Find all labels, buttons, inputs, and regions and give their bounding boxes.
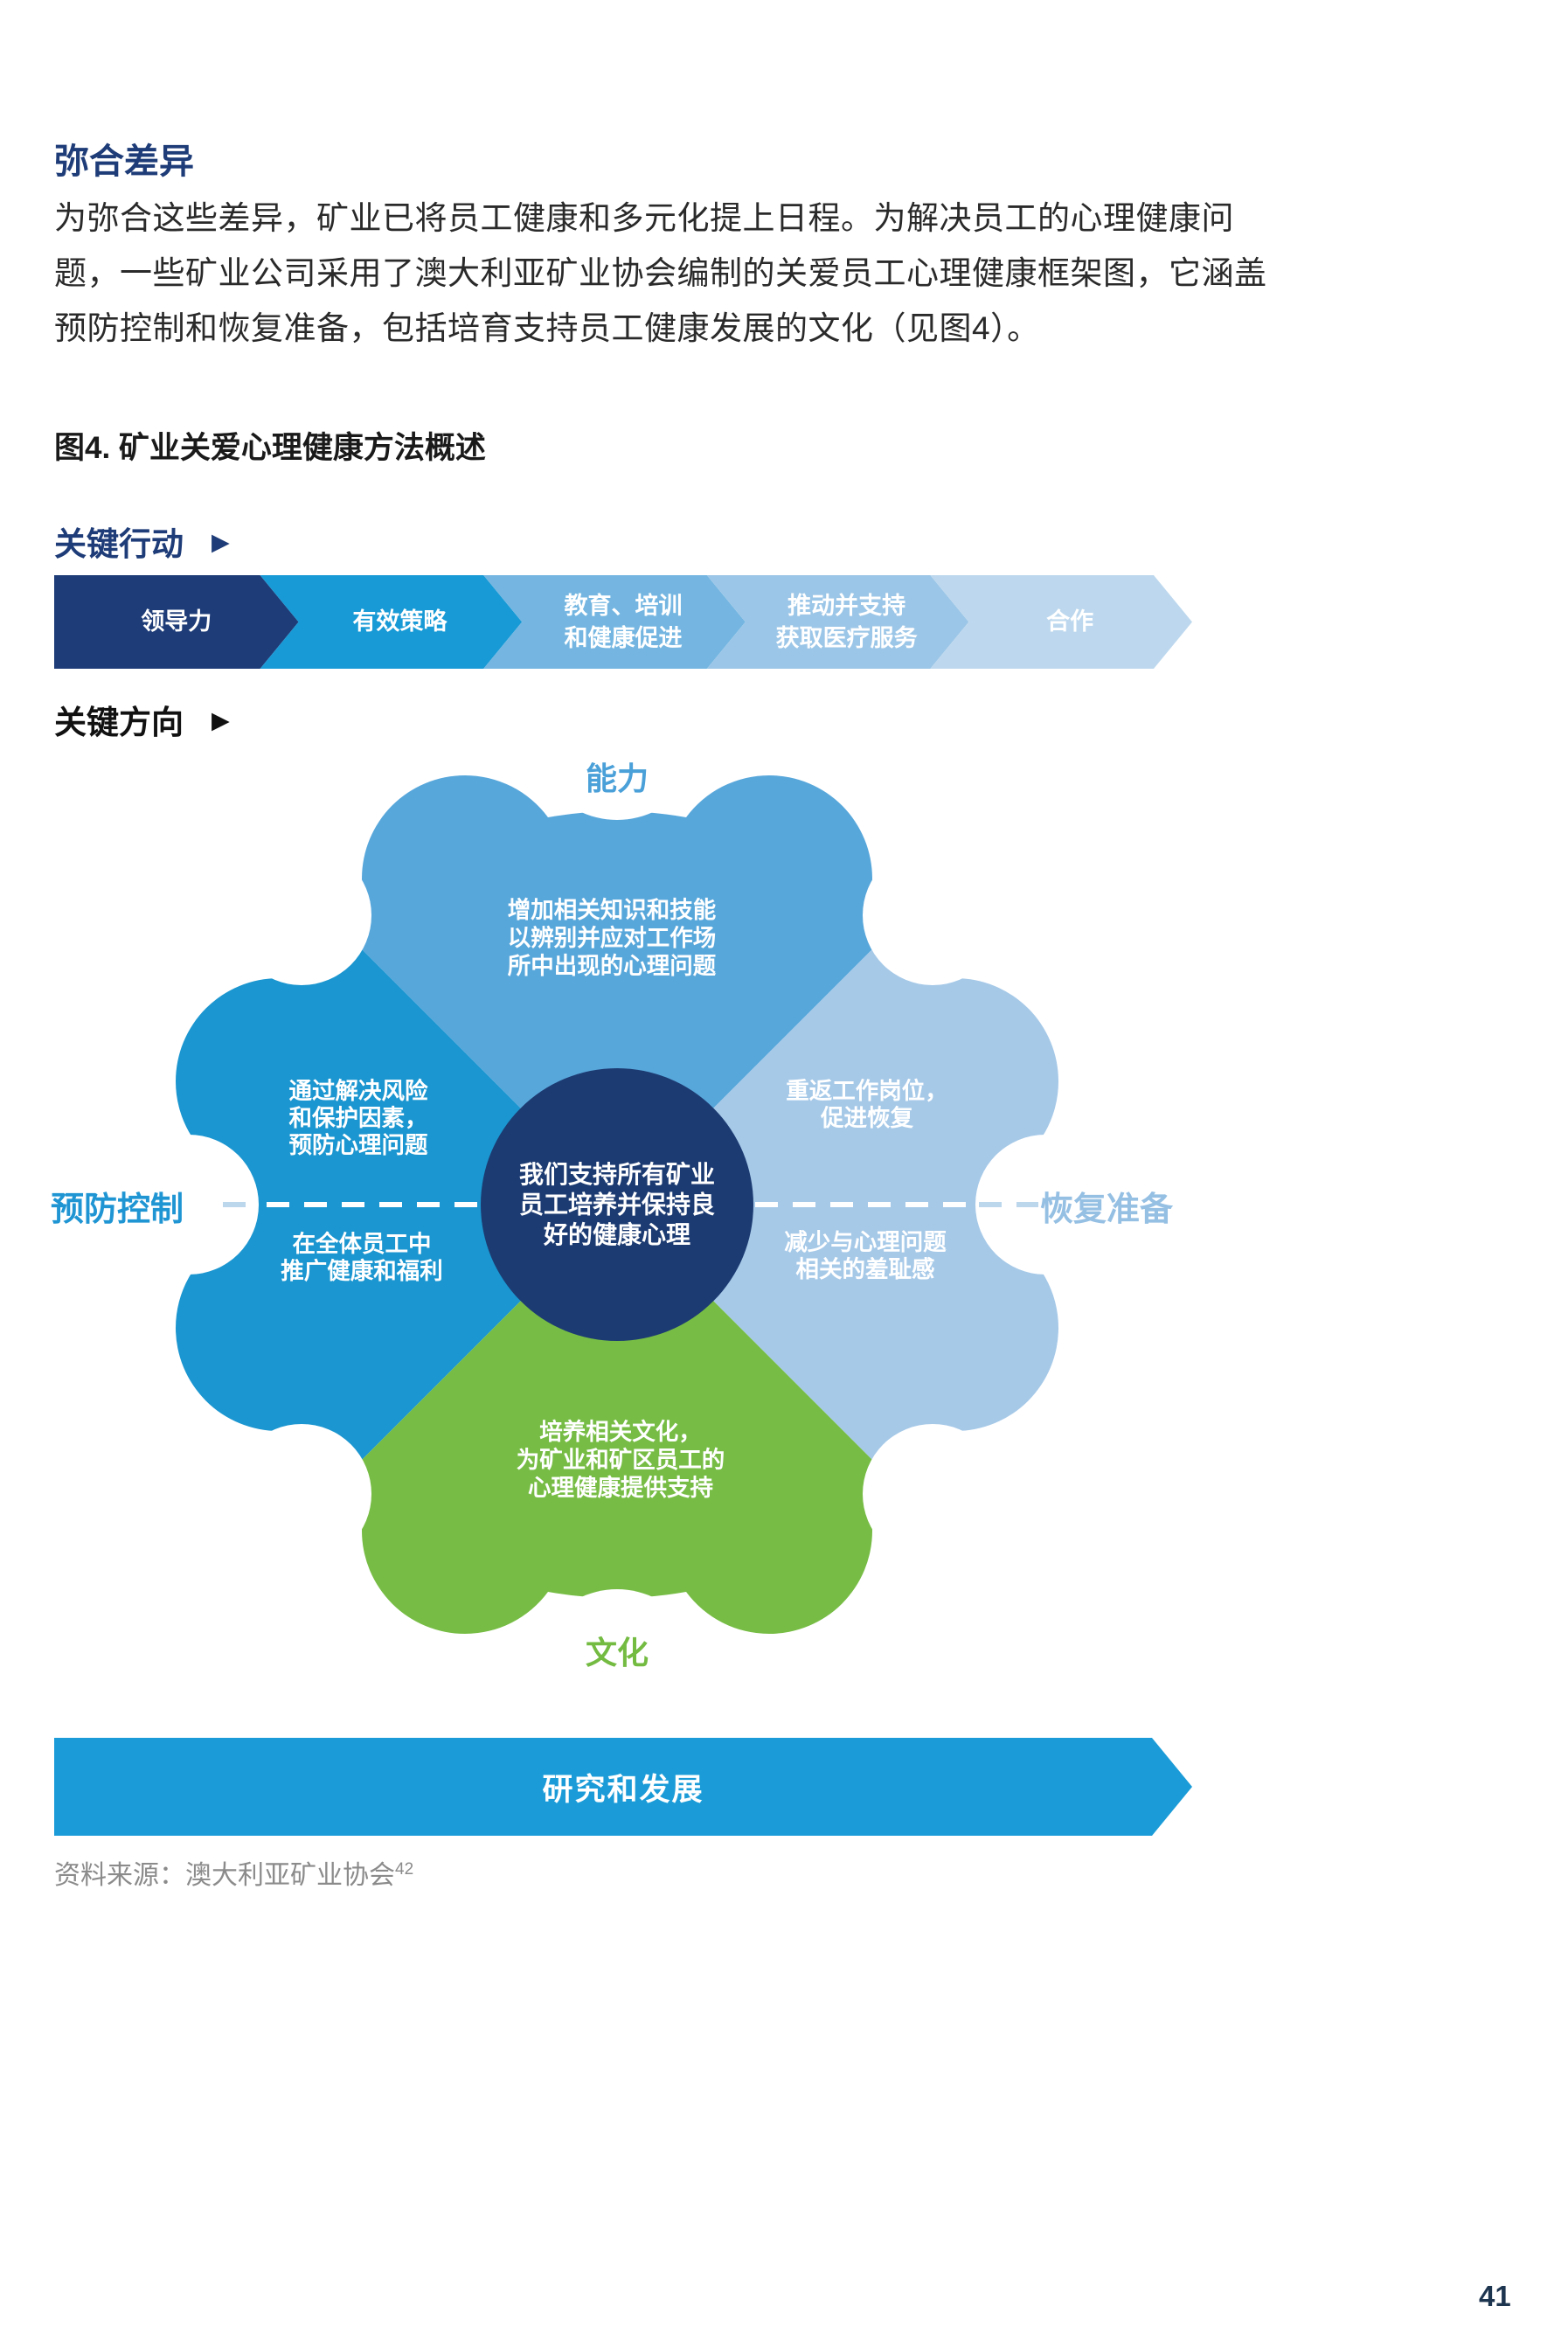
- source-line: 资料来源：澳大利亚矿业协会42: [54, 1853, 413, 1892]
- source-footnote-number: 42: [395, 1860, 414, 1879]
- chevron-step-leadership: 领导力: [54, 575, 299, 669]
- gear-bottom-text: 培养相关文化，为矿业和矿区员工的心理健康提供支持: [517, 1419, 725, 1501]
- research-development-banner: 研究和发展: [54, 1738, 1192, 1836]
- figure-title: 图4. 矿业关爱心理健康方法概述: [54, 431, 486, 465]
- gear-top-text: 增加相关知识和技能以辨别并应对工作场所中出现的心理问题: [508, 897, 717, 979]
- source-text: 资料来源：澳大利亚矿业协会: [54, 1861, 395, 1890]
- gear-label-capability: 能力: [586, 761, 649, 796]
- gear-right-lower-text: 减少与心理问题相关的羞耻感: [784, 1229, 947, 1282]
- body-paragraph: 为弥合这些差异，矿业已将员工健康和多元化提上日程。为解决员工的心理健康问题，一些…: [54, 200, 1267, 346]
- gear-label-culture: 文化: [586, 1635, 649, 1671]
- section-heading: 弥合差异: [54, 142, 194, 181]
- gear-center-text: 我们支持所有矿业员工培养并保持良好的健康心理: [519, 1161, 715, 1248]
- chevron-step-cooperation: 合作: [930, 575, 1192, 669]
- gear-left-upper-text: 通过解决风险和保护因素，预防心理问题: [289, 1078, 428, 1158]
- gear-diagram: 增加相关知识和技能以辨别并应对工作场所中出现的心理问题 通过解决风险和保护因素，…: [119, 739, 1115, 1718]
- gear-label-recovery: 恢复准备: [1040, 1191, 1174, 1228]
- gear-valleys: [119, 739, 1115, 1718]
- key-actions-chevron-bar: 领导力 有效策略 教育、培训 和健康促进 推动并支持 获取医疗服务 合作: [54, 575, 1192, 669]
- key-directions-row: 关键方向 ▶: [54, 696, 230, 743]
- gear-top-notch: [519, 739, 715, 820]
- chevron-step-strategy: 有效策略: [260, 575, 523, 669]
- gear-left-lower-text: 在全体员工中推广健康和福利: [281, 1231, 443, 1284]
- right-triangle-icon: ▶: [212, 706, 230, 733]
- key-actions-row: 关键行动 ▶: [54, 518, 230, 565]
- gear-bottom-notch: [510, 1589, 724, 1718]
- gear-label-prevention: 预防控制: [51, 1191, 184, 1228]
- gear-right-upper-text: 重返工作岗位，促进恢复: [786, 1078, 948, 1131]
- key-actions-label: 关键行动: [54, 526, 184, 562]
- right-triangle-icon: ▶: [212, 528, 230, 555]
- page-number: 41: [1479, 2280, 1511, 2312]
- chevron-step-access: 推动并支持 获取医疗服务: [707, 575, 969, 669]
- chevron-step-education: 教育、培训 和健康促进: [483, 575, 746, 669]
- gear-center-circle: [481, 1068, 753, 1341]
- key-directions-label: 关键方向: [54, 705, 184, 740]
